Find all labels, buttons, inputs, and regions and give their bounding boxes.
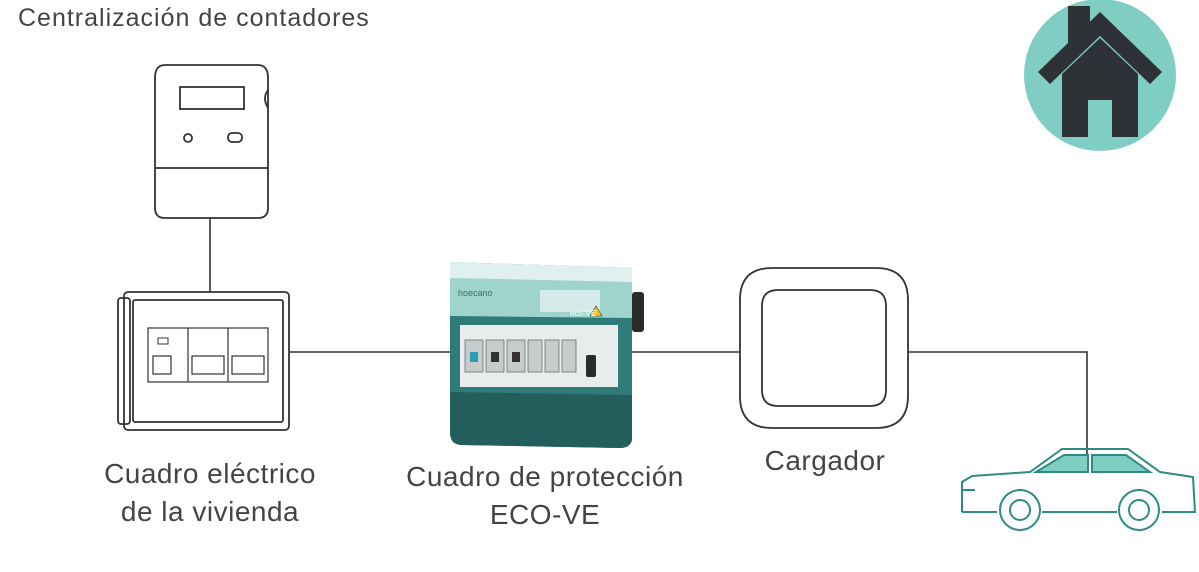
eco-brand-text: hoecano [458,288,493,298]
protection-box-icon: hoecano eco-VE [450,262,644,448]
charger-icon [739,267,909,429]
eco-label-line1: Cuadro de protección [406,461,684,492]
connector-charger-car [908,351,1088,455]
charger-label: Cargador [764,445,886,476]
electrical-panel-icon [117,291,290,431]
meter-icon [154,64,269,219]
panel-label-line1: Cuadro eléctrico [104,458,316,489]
panel-label-line2: de la vivienda [120,496,300,527]
home-icon [1024,0,1176,151]
car-icon [961,448,1197,531]
eco-label: Cuadro de protección ECO-VE [380,458,710,534]
diagram-title: Centralización de contadores [18,4,370,32]
eco-label-line2: ECO-VE [489,499,601,530]
eco-device-text: eco-VE [570,309,596,318]
panel-label: Cuadro eléctrico de la vivienda [70,455,350,531]
connectors [209,218,1088,455]
